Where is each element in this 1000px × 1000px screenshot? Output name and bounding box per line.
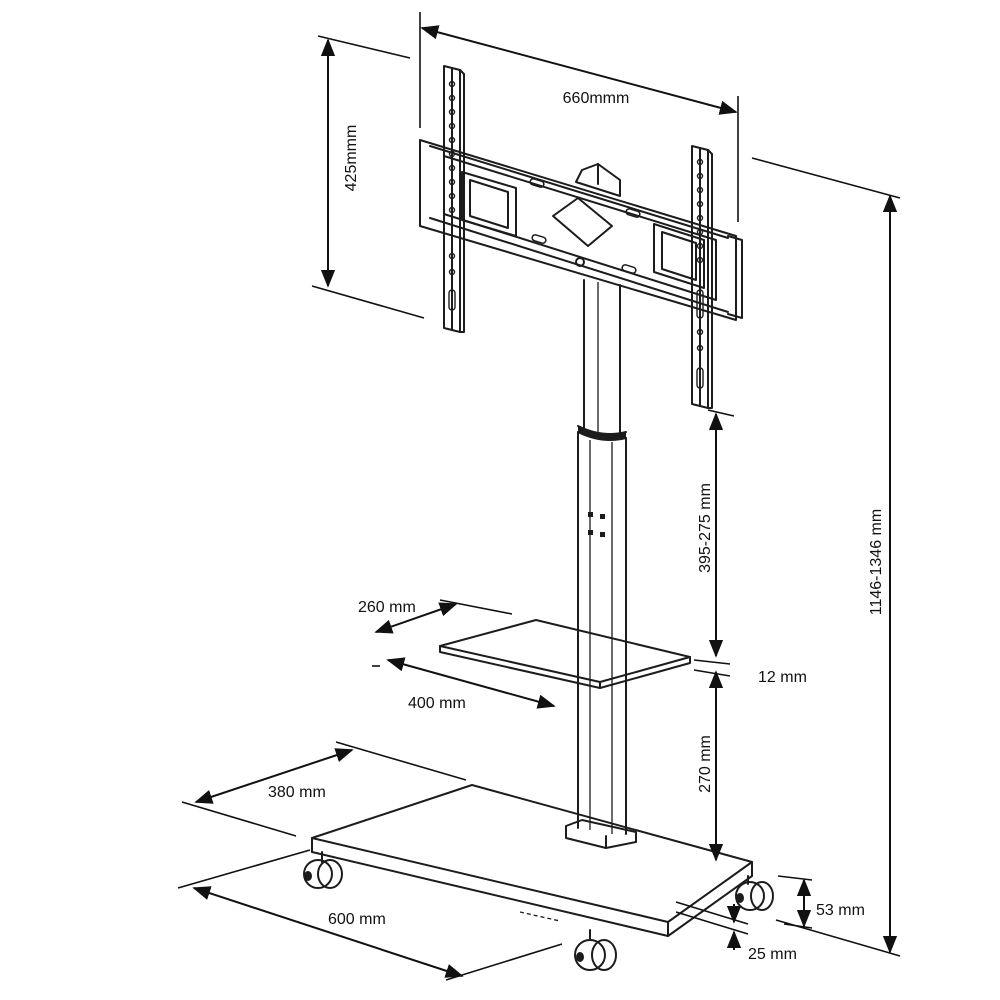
column xyxy=(577,279,627,835)
label-shelf-width: 400 mm xyxy=(408,695,466,712)
dim-base-width xyxy=(177,849,563,981)
dim-shelf-width xyxy=(372,657,556,709)
dim-mount-height xyxy=(311,35,425,319)
label-total-height: 1146-1346 mm xyxy=(868,509,885,615)
dim-shelf-thickness xyxy=(693,659,731,677)
label-base-depth: 380 mm xyxy=(268,784,326,801)
dim-column-adjust xyxy=(707,409,735,658)
dim-base-depth xyxy=(181,741,467,837)
dim-caster-height xyxy=(777,875,813,929)
caster-right xyxy=(735,875,774,911)
base-plate xyxy=(311,784,753,937)
label-caster-height: 53 mm xyxy=(816,902,865,919)
column-foot xyxy=(565,819,637,849)
dim-shelf-depth xyxy=(374,599,513,634)
label-column-adjust: 395-275 mm xyxy=(697,483,714,573)
label-base-width: 600 mm xyxy=(328,911,386,928)
glass-shelf xyxy=(439,619,691,689)
label-shelf-thickness: 12 mm xyxy=(758,669,807,686)
label-mount-width: 660mmm xyxy=(563,90,630,107)
label-shelf-to-base: 270 mm xyxy=(697,735,714,793)
dim-base-thickness xyxy=(675,901,749,950)
label-base-thickness: 25 mm xyxy=(748,946,797,963)
label-mount-height: 425mmm xyxy=(343,125,360,192)
tv-mount xyxy=(419,65,743,409)
dim-mount-width xyxy=(419,12,739,222)
label-shelf-depth: 260 mm xyxy=(358,599,416,616)
caster-front xyxy=(574,929,617,971)
